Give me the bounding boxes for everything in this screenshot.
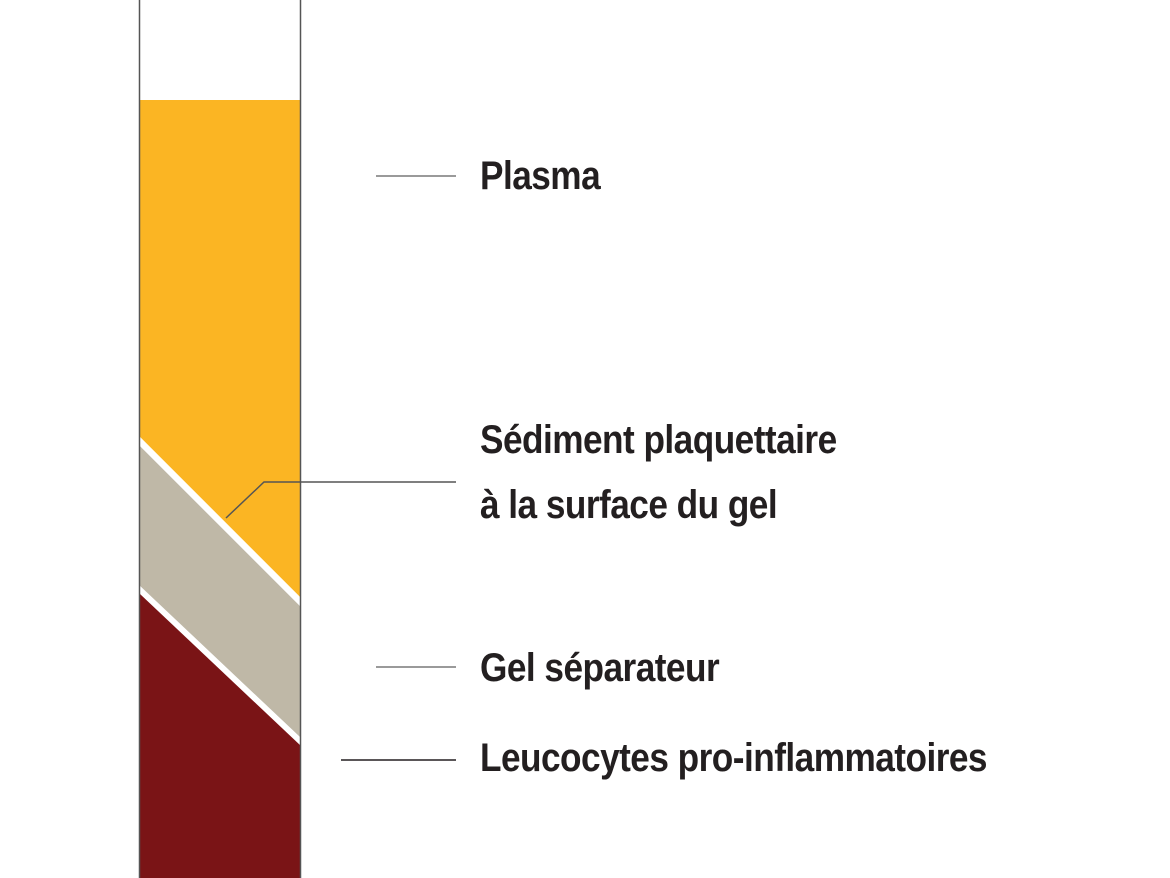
- plasma-layer: [140, 100, 301, 598]
- tube-headspace: [140, 0, 301, 100]
- gel-separator-label: Gel séparateur: [480, 646, 720, 690]
- sediment-leader-line: [225, 481, 456, 519]
- sediment-label-line2: à la surface du gel: [480, 483, 778, 527]
- sediment-label-line1: Sédiment plaquettaire: [480, 418, 837, 462]
- gel-separator-layer: [140, 446, 301, 738]
- plasma-label: Plasma: [480, 154, 601, 198]
- plasma-gel-boundary: [140, 437, 301, 607]
- gel-leucocyte-boundary: [140, 586, 301, 746]
- leucocytes-label: Leucocytes pro-inflammatoires: [480, 736, 988, 780]
- leucocytes-layer: [140, 594, 301, 878]
